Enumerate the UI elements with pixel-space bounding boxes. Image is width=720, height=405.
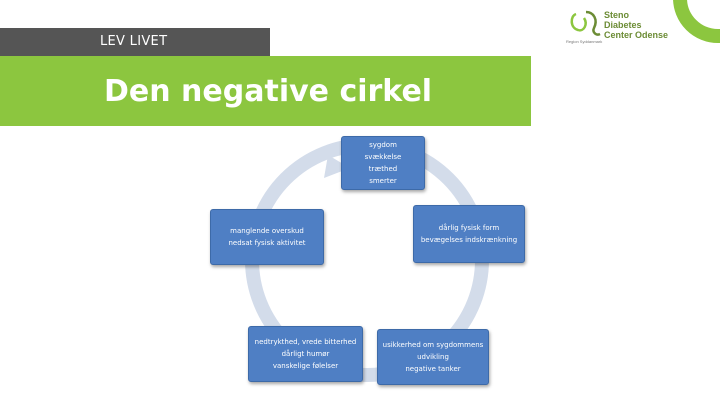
cycle-node-illness: sygdom svækkelse træthed smerter bbox=[341, 136, 425, 190]
corner-ring-decoration bbox=[673, 0, 720, 43]
ring-arrow-head bbox=[324, 155, 350, 178]
logo-line-1: Steno bbox=[604, 10, 630, 20]
cycle-node-physical-form: dårlig fysisk form bevægelses indskrænkn… bbox=[413, 205, 525, 263]
logo-line-2: Diabetes bbox=[604, 20, 642, 30]
section-label-bar: LEV LIVET bbox=[0, 28, 270, 56]
cycle-node-emotions: nedtrykthed, vrede bitterhed dårligt hum… bbox=[248, 326, 363, 382]
node-text: nedtrykthed, vrede bitterhed bbox=[254, 338, 357, 346]
cycle-node-uncertainty: usikkerhed om sygdommens udvikling negat… bbox=[377, 329, 489, 385]
node-text: manglende overskud bbox=[230, 227, 304, 235]
node-text: vanskelige følelser bbox=[272, 362, 339, 370]
node-text: nedsat fysisk aktivitet bbox=[228, 239, 306, 247]
logo-line-3: Center Odense bbox=[604, 30, 669, 40]
node-text: svækkelse bbox=[364, 153, 402, 161]
node-text: sygdom bbox=[369, 141, 397, 149]
node-text: dårlig fysisk form bbox=[438, 224, 500, 232]
section-label: LEV LIVET bbox=[100, 34, 168, 49]
title-banner bbox=[0, 56, 531, 126]
logo-icon bbox=[570, 10, 601, 36]
page-title: Den negative cirkel bbox=[104, 74, 433, 109]
node-text: bevægelses indskrænkning bbox=[420, 236, 518, 244]
node-text: negative tanker bbox=[405, 365, 461, 373]
node-text: smerter bbox=[369, 177, 397, 185]
cycle-node-activity: manglende overskud nedsat fysisk aktivit… bbox=[210, 209, 324, 265]
node-text: usikkerhed om sygdommens udvikling bbox=[382, 341, 484, 361]
node-text: træthed bbox=[368, 165, 398, 173]
logo-tagline: Region Syddanmark bbox=[566, 39, 603, 44]
node-text: dårligt humør bbox=[281, 350, 330, 358]
